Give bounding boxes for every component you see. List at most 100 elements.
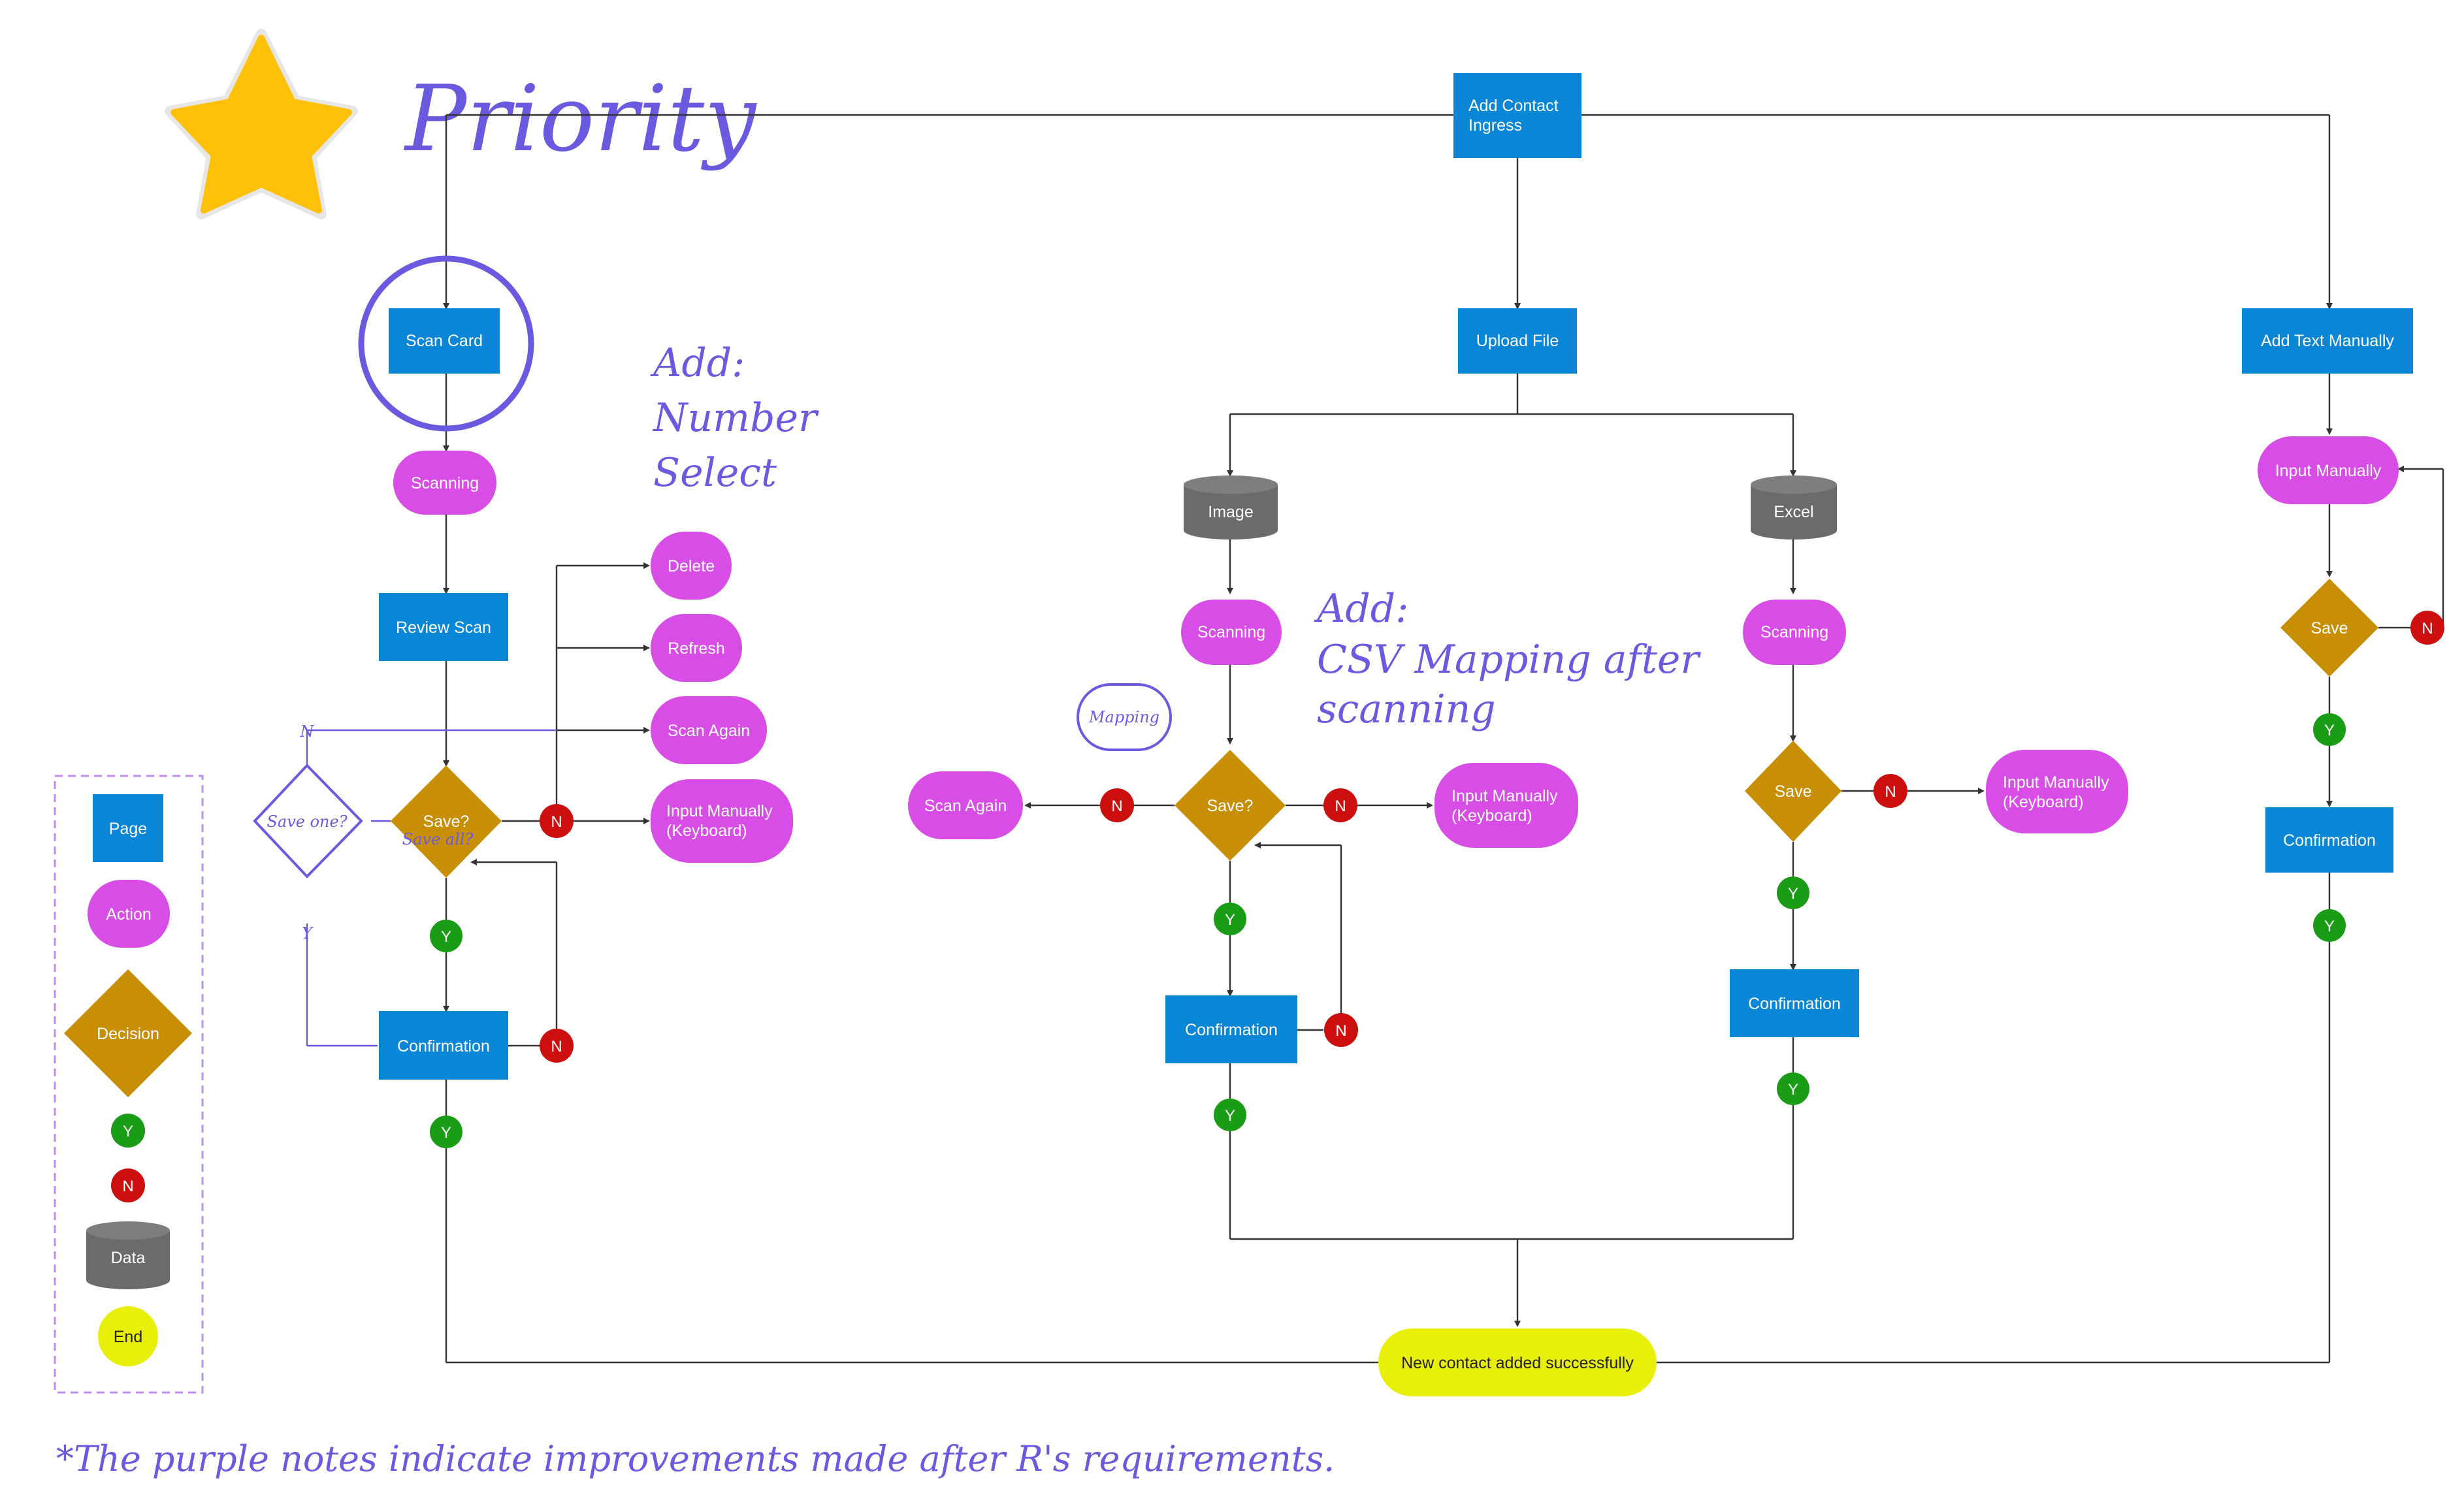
node-no-left-confirm: N: [540, 1029, 574, 1063]
node-save-decision-image[interactable]: Save?: [1175, 750, 1286, 861]
svg-text:Add:: Add:: [650, 340, 745, 386]
svg-text:Confirmation: Confirmation: [2283, 831, 2376, 850]
node-input-manually-keyboard-excel[interactable]: Input Manually (Keyboard): [1986, 750, 2128, 833]
svg-text:Delete: Delete: [668, 557, 715, 575]
node-yes-image-confirm: Y: [1214, 1099, 1246, 1131]
node-save-decision-right[interactable]: Save: [2280, 579, 2378, 677]
node-no-right-save: N: [2410, 611, 2444, 645]
note-save-one-decision: Save one?: [253, 764, 363, 878]
svg-text:Action: Action: [106, 905, 151, 924]
svg-text:Confirmation: Confirmation: [1185, 1021, 1278, 1039]
svg-text:Input Manually: Input Manually: [1451, 787, 1558, 805]
svg-text:Add Contact: Add Contact: [1468, 97, 1559, 115]
svg-text:Y: Y: [441, 928, 451, 946]
svg-text:New contact added successfully: New contact added successfully: [1401, 1354, 1634, 1372]
svg-text:Refresh: Refresh: [668, 639, 725, 658]
node-delete[interactable]: Delete: [651, 532, 732, 600]
node-input-manually-keyboard-left[interactable]: Input Manually (Keyboard): [651, 779, 793, 863]
svg-text:Image: Image: [1208, 503, 1253, 521]
node-scan-again-image[interactable]: Scan Again: [908, 771, 1023, 839]
node-yes-right-save: Y: [2313, 713, 2346, 746]
svg-text:N: N: [1335, 797, 1346, 815]
node-scan-again-left[interactable]: Scan Again: [651, 696, 767, 764]
svg-text:N: N: [1335, 1022, 1346, 1040]
legend-no: N: [111, 1168, 145, 1202]
node-scan-card[interactable]: Scan Card: [389, 308, 500, 374]
svg-text:Decision: Decision: [97, 1025, 159, 1043]
svg-text:N: N: [1885, 783, 1896, 801]
legend: Page Action Decision Y N Data End: [54, 775, 204, 1394]
node-upload-file[interactable]: Upload File: [1458, 308, 1577, 374]
node-save-decision-excel[interactable]: Save: [1745, 741, 1841, 842]
svg-text:(Keyboard): (Keyboard): [1451, 807, 1532, 825]
svg-text:N: N: [1111, 797, 1122, 815]
svg-text:CSV Mapping after: CSV Mapping after: [1317, 637, 1701, 683]
node-confirmation-left[interactable]: Confirmation: [379, 1011, 508, 1080]
node-add-text-manually[interactable]: Add Text Manually: [2242, 308, 2413, 374]
node-input-manually-right[interactable]: Input Manually: [2258, 436, 2399, 504]
svg-text:Y: Y: [1788, 885, 1798, 903]
node-end-new-contact[interactable]: New contact added successfully: [1378, 1328, 1657, 1396]
svg-text:Y: Y: [441, 1124, 451, 1142]
node-yes-left-confirm: Y: [430, 1116, 462, 1148]
svg-text:Scan Again: Scan Again: [668, 722, 751, 740]
node-input-manually-keyboard-image[interactable]: Input Manually (Keyboard): [1435, 763, 1578, 848]
svg-text:N: N: [122, 1178, 133, 1195]
svg-text:Scan Again: Scan Again: [924, 797, 1007, 815]
svg-text:Ingress: Ingress: [1468, 116, 1522, 135]
node-save-decision-left[interactable]: Save?: [391, 765, 502, 878]
svg-text:Confirmation: Confirmation: [397, 1037, 490, 1055]
svg-text:scanning: scanning: [1317, 686, 1496, 732]
node-excel-data: Excel: [1751, 475, 1837, 539]
svg-text:Add Text Manually: Add Text Manually: [2261, 332, 2394, 350]
note-n-mark: N: [300, 722, 315, 741]
node-confirmation-excel[interactable]: Confirmation: [1730, 969, 1859, 1037]
node-refresh[interactable]: Refresh: [651, 614, 742, 682]
title-priority: Priority: [403, 66, 757, 172]
node-yes-excel-confirm: Y: [1777, 1072, 1809, 1105]
node-no-image-save-right: N: [1323, 788, 1357, 822]
node-scanning-image[interactable]: Scanning: [1181, 600, 1282, 665]
node-scanning-excel[interactable]: Scanning: [1743, 600, 1846, 665]
svg-text:Input Manually: Input Manually: [2275, 462, 2382, 480]
svg-text:Select: Select: [653, 450, 777, 496]
note-add-csv-mapping: Add: CSV Mapping after scanning: [1314, 586, 1701, 732]
node-review-scan[interactable]: Review Scan: [379, 593, 508, 661]
svg-text:Mapping: Mapping: [1088, 708, 1159, 726]
svg-text:(Keyboard): (Keyboard): [666, 822, 747, 840]
svg-text:Y: Y: [1225, 1107, 1235, 1125]
svg-text:Save?: Save?: [1207, 797, 1254, 815]
node-confirmation-image[interactable]: Confirmation: [1165, 995, 1297, 1063]
legend-yes: Y: [111, 1114, 145, 1148]
svg-text:Save: Save: [1775, 782, 1812, 801]
svg-text:Scanning: Scanning: [1760, 623, 1828, 641]
legend-action: Action: [88, 880, 170, 948]
svg-text:Y: Y: [2324, 918, 2335, 935]
legend-page: Page: [93, 794, 163, 862]
node-yes-image-save: Y: [1214, 903, 1246, 935]
svg-text:(Keyboard): (Keyboard): [2003, 793, 2084, 811]
edges: [443, 114, 2444, 1366]
svg-text:End: End: [114, 1328, 142, 1346]
node-no-image-save-left: N: [1100, 788, 1134, 822]
node-yes-excel-save: Y: [1777, 877, 1809, 909]
svg-text:N: N: [551, 1038, 562, 1055]
svg-text:Number: Number: [652, 395, 819, 441]
note-add-number-select: Add: Number Select: [650, 340, 819, 496]
node-add-contact-ingress[interactable]: Add Contact Ingress: [1453, 73, 1581, 158]
svg-text:Excel: Excel: [1774, 503, 1813, 521]
scan-card-highlight-circle: [358, 255, 534, 432]
svg-text:Scan Card: Scan Card: [406, 332, 483, 350]
node-confirmation-right[interactable]: Confirmation: [2265, 807, 2393, 873]
svg-text:Add:: Add:: [1314, 586, 1408, 632]
node-no-left-save: N: [540, 804, 574, 838]
svg-text:Page: Page: [109, 820, 147, 838]
svg-text:Y: Y: [123, 1123, 133, 1140]
svg-text:Data: Data: [111, 1249, 146, 1267]
node-yes-right-confirm: Y: [2313, 909, 2346, 942]
svg-text:Scanning: Scanning: [1197, 623, 1265, 641]
svg-text:N: N: [551, 813, 562, 831]
node-no-image-confirm: N: [1324, 1013, 1358, 1047]
svg-text:N: N: [2422, 620, 2433, 637]
node-scanning-left[interactable]: Scanning: [393, 451, 496, 515]
